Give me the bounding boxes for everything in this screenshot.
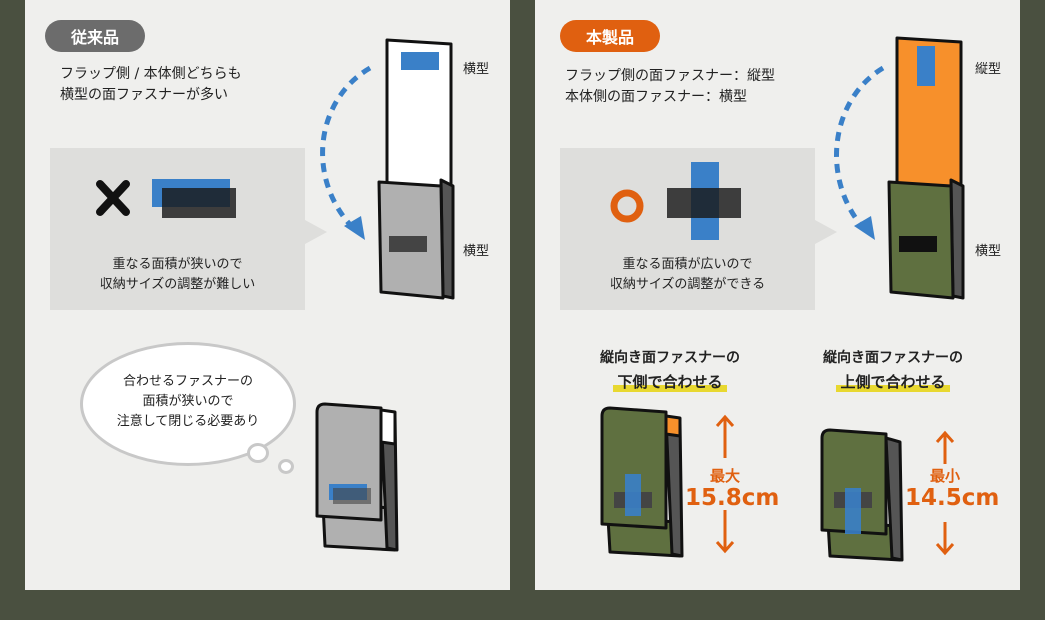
conventional-closed-pouch bbox=[315, 402, 399, 552]
flap-velcro-vertical bbox=[917, 46, 935, 86]
flap-velcro-horizontal bbox=[401, 52, 439, 70]
velcro-body-strip bbox=[162, 188, 236, 218]
conventional-description: フラップ側 / 本体側どちらも 横型の面ファスナーが多い bbox=[60, 66, 242, 103]
callout-tail bbox=[305, 220, 327, 244]
dashed-arrow-icon bbox=[834, 65, 885, 232]
flap-velcro-vertical bbox=[845, 488, 861, 534]
conventional-open-pouch bbox=[320, 38, 455, 300]
product-badge: 本製品 bbox=[560, 20, 660, 52]
case1-caption: 縦向き面ファスナーの 下側で合わせる bbox=[575, 346, 765, 395]
min-size-readout: 最小 14.5cm bbox=[905, 467, 1000, 511]
conventional-note: 重なる面積が狭いので 収納サイズの調整が難しい bbox=[99, 257, 256, 292]
overlap-illustration bbox=[96, 179, 236, 218]
case2-caption: 縦向き面ファスナーの 上側で合わせる bbox=[798, 346, 988, 395]
body-velcro-horizontal bbox=[389, 236, 427, 252]
conventional-badge: 従来品 bbox=[45, 20, 145, 52]
circle-mark-icon bbox=[610, 189, 644, 223]
flap-velcro-vertical bbox=[625, 474, 641, 516]
flap-velcro-label: 横型 bbox=[463, 62, 490, 77]
min-size-pouch bbox=[820, 428, 904, 562]
conventional-product-panel: 従来品 フラップ側 / 本体側どちらも 横型の面ファスナーが多い 重なる面積が狭… bbox=[25, 0, 510, 590]
dashed-arrow-icon bbox=[320, 65, 372, 232]
body-velcro-label: 横型 bbox=[975, 244, 1002, 259]
body-velcro-horizontal bbox=[333, 488, 371, 504]
thought-dot-small bbox=[278, 459, 294, 474]
thought-dot-large bbox=[247, 443, 269, 463]
flap-velcro-label: 縦型 bbox=[975, 62, 1002, 77]
max-size-readout: 最大 15.8cm bbox=[685, 467, 780, 511]
max-height-arrow-icon bbox=[715, 414, 735, 554]
product-explanation-box: 重なる面積が広いので 収納サイズの調整ができる bbox=[560, 148, 837, 310]
conventional-explanation-box: 重なる面積が狭いので 収納サイズの調整が難しい bbox=[50, 148, 327, 310]
body-velcro-label: 横型 bbox=[463, 244, 490, 259]
product-open-pouch bbox=[834, 36, 965, 300]
body-velcro-horizontal bbox=[899, 236, 937, 252]
max-size-pouch bbox=[600, 406, 684, 558]
cross-mark-icon bbox=[96, 180, 130, 216]
thought-text: 合わせるファスナーの 面積が狭いので 注意して閉じる必要あり bbox=[116, 374, 260, 429]
cross-overlap-illustration bbox=[610, 162, 741, 240]
this-product-panel: 本製品 フラップ側の面ファスナー：縦型 本体側の面ファスナー：横型 重なる面積が… bbox=[535, 0, 1020, 590]
product-description: フラップ側の面ファスナー：縦型 本体側の面ファスナー：横型 bbox=[565, 68, 775, 105]
product-note: 重なる面積が広いので 収納サイズの調整ができる bbox=[609, 257, 766, 292]
min-height-arrow-icon bbox=[935, 430, 955, 556]
callout-tail bbox=[815, 220, 837, 244]
velcro-body-horizontal bbox=[667, 188, 741, 218]
